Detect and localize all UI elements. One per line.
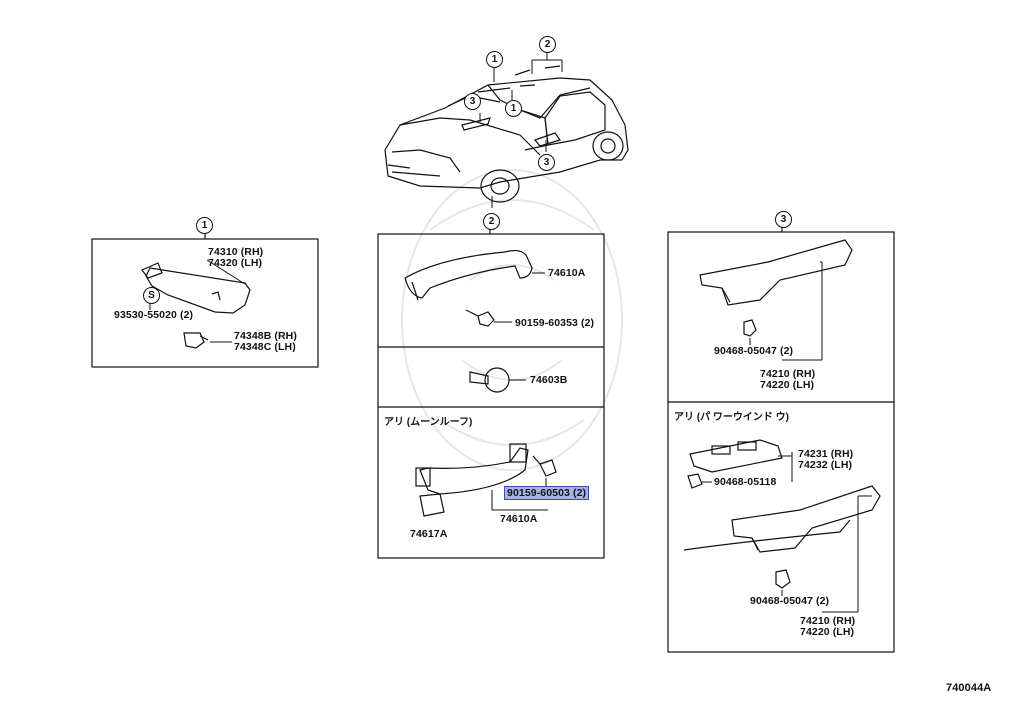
callout-3-panel: 3 (775, 211, 792, 228)
label-74220-lh: 74220 (LH) (760, 379, 815, 391)
label-74220-lh-lower: 74220 (LH) (800, 626, 855, 638)
label-90159-60353: 90159-60353 (2) (515, 317, 595, 329)
label-90468-05047-bottom: 90468-05047 (2) (750, 595, 830, 607)
label-74348c-lh: 74348C (LH) (234, 341, 296, 353)
label-74232-lh: 74232 (LH) (798, 459, 853, 471)
label-74320-lh: 74320 (LH) (208, 257, 263, 269)
callout-1-car-mid: 1 (505, 100, 522, 117)
grip-leaders (491, 272, 548, 511)
figure-code: 740044A (946, 682, 992, 694)
switch-clip (687, 473, 703, 489)
car-illustration (384, 65, 629, 203)
moonroof-grip (415, 443, 529, 495)
callout-2-car-roof: 2 (539, 36, 556, 53)
label-74210-rh-lower: 74210 (RH) (800, 615, 856, 627)
label-90468-05118: 90468-05118 (714, 476, 777, 488)
armrest-lower-clip (775, 569, 791, 589)
panel-2-frame (377, 233, 605, 559)
callout-s-screw: S (143, 287, 160, 304)
watermark-emblem (401, 169, 623, 471)
switch-panel (689, 439, 783, 473)
label-74348b-rh: 74348B (RH) (234, 330, 297, 342)
armrest-upper-clip (743, 319, 757, 337)
callout-1-panel: 1 (196, 217, 213, 234)
assist-grip (404, 249, 533, 301)
label-74610a: 74610A (548, 267, 586, 279)
callout-3-car-front: 3 (464, 93, 481, 110)
callout-1-car-roof: 1 (486, 51, 503, 68)
header-power-window-variant: アリ (パ ワーウインド ウ) (674, 412, 789, 423)
label-74310-rh: 74310 (RH) (208, 246, 264, 258)
callout-2-panel: 2 (483, 213, 500, 230)
callout-3-car-door: 3 (538, 154, 555, 171)
label-90159-60503-highlighted[interactable]: 90159-60503 (2) (504, 486, 590, 500)
sun-visor (141, 262, 251, 314)
panel-3-frame (667, 231, 895, 653)
label-74210-rh: 74210 (RH) (760, 368, 816, 380)
armrest-upper (699, 239, 853, 306)
label-93530-55020: 93530-55020 (2) (114, 309, 194, 321)
visor-leaders (149, 259, 246, 343)
label-74610a-lower: 74610A (500, 513, 538, 525)
label-74617a: 74617A (410, 528, 448, 540)
grip-cover (419, 493, 445, 517)
car-callout-leaders (479, 52, 563, 208)
label-74231-rh: 74231 (RH) (798, 448, 854, 460)
header-moonroof-variant: アリ (ムーンルーフ) (384, 417, 473, 428)
grip-bolt (465, 309, 495, 327)
armrest-leaders (702, 261, 872, 613)
label-74603b: 74603B (530, 374, 568, 386)
moonroof-grip-bolt (532, 455, 557, 477)
label-90468-05047-top: 90468-05047 (2) (714, 345, 794, 357)
armrest-lower (683, 485, 881, 553)
visor-holder (183, 332, 209, 349)
